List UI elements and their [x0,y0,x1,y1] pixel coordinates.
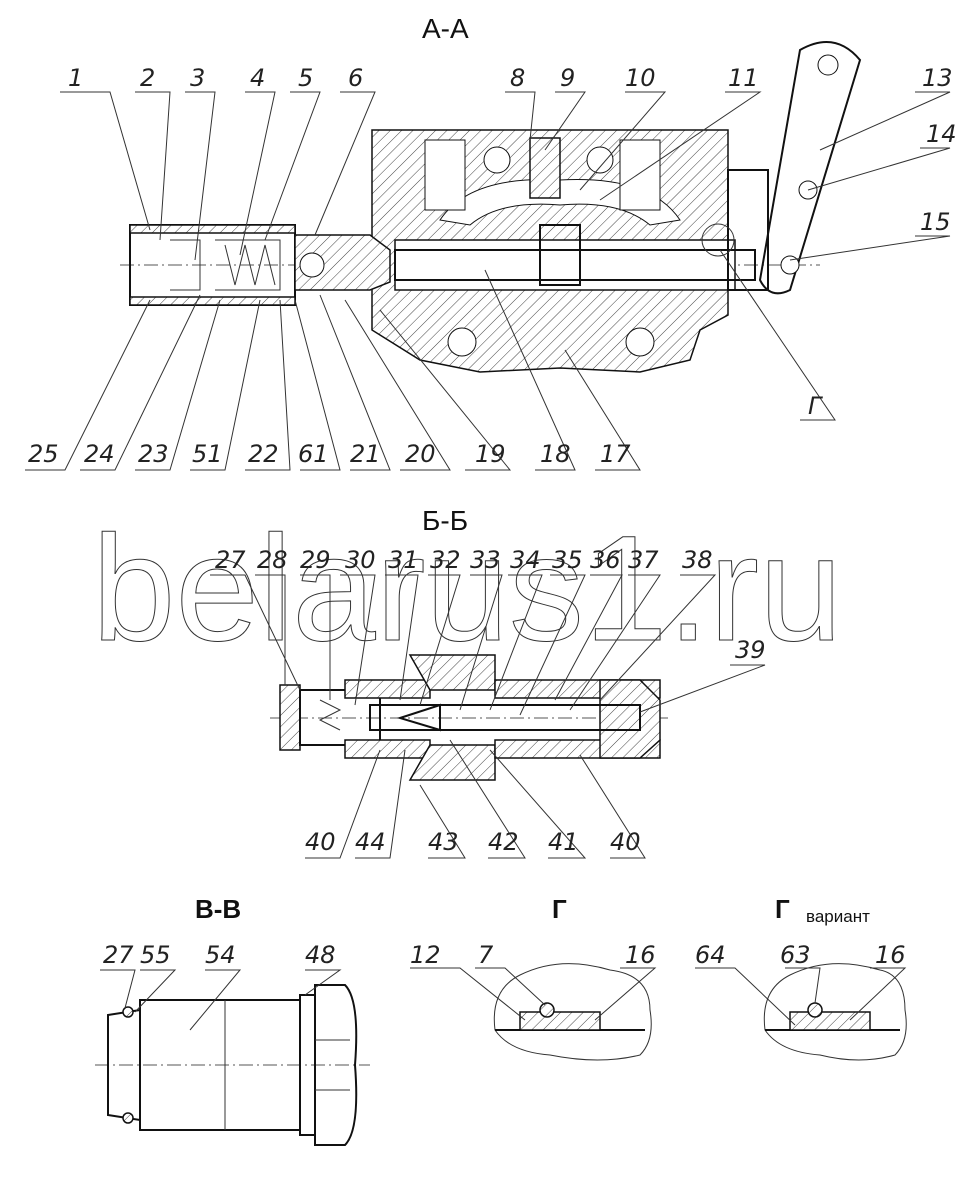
callout-10: 10 [625,64,656,92]
watermark: belarus1.ru [92,504,842,672]
section-b-b-title: Б-Б [422,505,468,536]
section-v-v-title: В-В [195,894,241,924]
section-a-a: А-А 1 2 3 4 [25,13,957,471]
detail-g-variant: Г вариант 64 63 16 [695,894,907,1061]
callout-48: 48 [305,941,336,969]
callout-20: 20 [405,440,436,468]
callout-16-variant: 16 [875,941,906,969]
callout-61: 61 [298,440,329,468]
callout-18: 18 [540,440,571,468]
callout-40a: 40 [305,828,336,856]
callout-33: 33 [470,546,501,574]
callout-38: 38 [682,546,713,574]
callout-6: 6 [348,64,363,92]
callout-51: 51 [192,440,223,468]
detail-g-variant-subtitle: вариант [806,907,870,926]
callout-21: 21 [350,440,381,468]
callout-17: 17 [600,440,631,468]
callout-29: 29 [300,546,331,574]
callout-36: 36 [590,546,621,574]
callout-1: 1 [68,64,83,92]
callout-16: 16 [625,941,656,969]
callout-25: 25 [28,440,59,468]
callout-40b: 40 [610,828,641,856]
callout-34: 34 [510,546,541,574]
callout-8: 8 [510,64,525,92]
section-b-b: Б-Б 27 28 29 30 31 32 33 34 35 36 37 38 … [210,505,766,859]
callout-12: 12 [410,941,441,969]
callout-39: 39 [735,636,766,664]
callout-63: 63 [780,941,811,969]
detail-g-variant-title: Г [775,894,790,924]
callout-4: 4 [250,64,265,92]
callout-30: 30 [345,546,376,574]
callout-24: 24 [84,440,115,468]
detail-g-title: Г [552,894,567,924]
callout-19: 19 [475,440,506,468]
detail-g: Г 12 7 16 [410,894,657,1061]
callout-42: 42 [488,828,519,856]
callout-27-vv: 27 [103,941,134,969]
callout-44: 44 [355,828,386,856]
callout-5: 5 [298,64,313,92]
callout-54: 54 [205,941,236,969]
callout-13: 13 [922,64,953,92]
callout-2: 2 [140,64,155,92]
callout-35: 35 [552,546,583,574]
callout-g: Г [808,392,823,420]
callout-41: 41 [548,828,579,856]
callout-3: 3 [190,64,205,92]
callout-27: 27 [215,546,246,574]
callout-31: 31 [388,546,419,574]
callout-14: 14 [926,120,957,148]
callout-15: 15 [920,208,951,236]
callout-28: 28 [257,546,288,574]
callout-43: 43 [428,828,459,856]
section-a-a-title: А-А [422,13,469,44]
callout-7: 7 [478,941,494,969]
callout-37: 37 [628,546,659,574]
callout-64: 64 [695,941,726,969]
callout-22: 22 [248,440,279,468]
callout-23: 23 [138,440,169,468]
section-v-v: В-В 27 55 54 48 [95,894,370,1146]
callout-11: 11 [728,64,759,92]
callout-9: 9 [560,64,575,92]
callout-55: 55 [140,941,171,969]
callout-32: 32 [430,546,461,574]
